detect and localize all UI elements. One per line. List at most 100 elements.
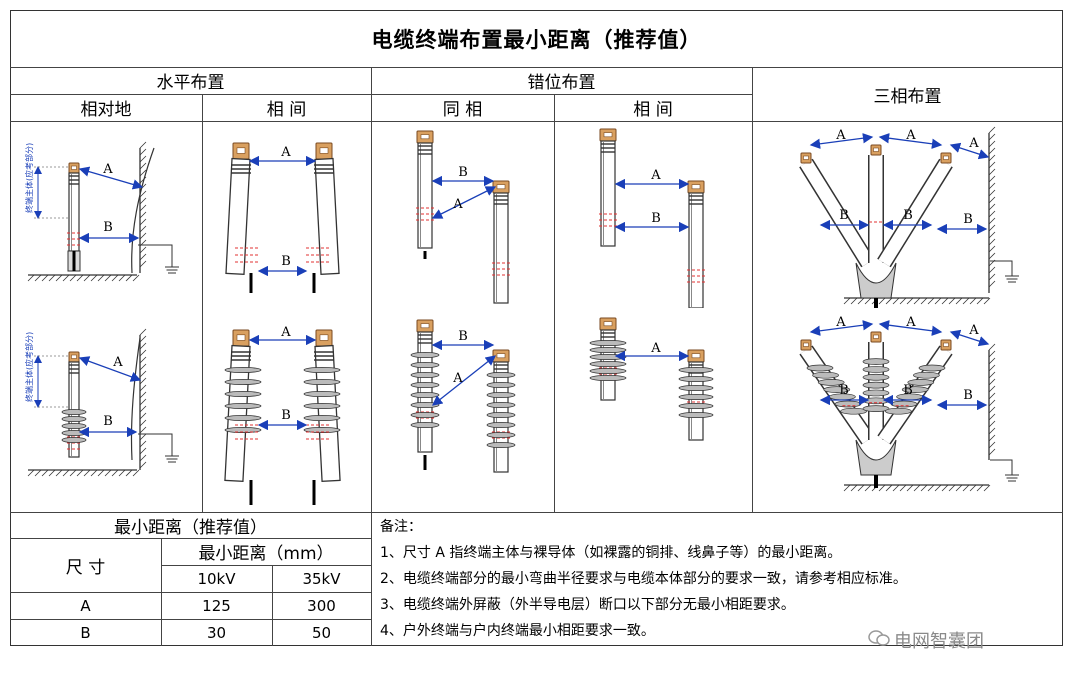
ground-hatch	[34, 469, 42, 477]
wechat-icon	[868, 629, 890, 652]
ground-hatch	[857, 484, 865, 492]
ground-hatch	[62, 274, 70, 282]
wall-edge	[130, 337, 141, 461]
insulator-shed	[410, 412, 440, 419]
insulator-shed	[303, 379, 341, 386]
ground-hatch	[48, 274, 56, 282]
header-staggered: 错位布置	[527, 73, 596, 93]
insulator-shed	[678, 385, 714, 392]
insulator-shed	[862, 366, 890, 373]
insulator-shed	[862, 373, 890, 381]
cable-body	[225, 157, 251, 275]
grid-line	[272, 565, 273, 646]
insulator-shed	[61, 409, 87, 416]
grid-line	[10, 94, 752, 95]
insulator-shed	[61, 416, 87, 423]
wall-hatch	[139, 218, 147, 226]
ground-hatch	[69, 274, 77, 282]
insulator-shed	[486, 402, 516, 409]
phase-core	[800, 159, 874, 267]
insulator-shed	[486, 392, 516, 399]
insulator-shed	[589, 368, 627, 375]
wall-hatch	[139, 447, 147, 455]
dimension-arrow	[78, 166, 144, 190]
earth-wire	[138, 433, 173, 446]
wall-hatch	[988, 196, 996, 204]
wall-hatch	[988, 420, 996, 428]
grid-line	[161, 538, 162, 646]
table-frame	[10, 10, 1063, 646]
lug-hole	[319, 147, 329, 154]
insulator-shed	[885, 407, 912, 415]
insulator-shed	[486, 432, 516, 439]
cable-body	[688, 192, 704, 308]
ground-hatch	[90, 274, 98, 282]
wall-hatch	[988, 245, 996, 253]
ground-hatch	[111, 469, 119, 477]
min-table-col-35kv: 35kV	[302, 569, 341, 588]
insulator-shed	[303, 415, 341, 422]
insulator-shed	[486, 422, 516, 429]
insulator-shed	[303, 367, 341, 374]
ground-hatch	[913, 484, 921, 492]
dimension-label: B	[963, 388, 973, 403]
insulator-shed	[486, 441, 516, 448]
lug-hole	[803, 342, 809, 347]
wall-hatch	[139, 246, 147, 254]
ground-hatch	[927, 484, 935, 492]
dimension-arrow	[431, 355, 497, 406]
insulator-shed	[486, 372, 516, 379]
insulator-shed	[61, 430, 87, 437]
cable-body	[224, 344, 251, 482]
diagram-same-phase-indoor: BA	[416, 130, 510, 304]
wall-hatch	[139, 148, 147, 156]
insulator-shed	[901, 386, 929, 393]
min-table-title: 最小距离（推荐值）	[114, 517, 267, 538]
insulator-shed	[61, 437, 87, 444]
wall-hatch	[988, 189, 996, 197]
wall-hatch	[988, 252, 996, 260]
grid-line	[161, 565, 371, 566]
insulator-shed	[678, 412, 714, 419]
wall-hatch	[139, 356, 147, 364]
earth-wire	[990, 459, 1013, 465]
ground-hatch	[955, 297, 963, 305]
wall-edge	[131, 147, 155, 274]
wall-hatch	[139, 328, 147, 336]
insulator-shed	[410, 392, 440, 399]
dimension-label: A	[280, 325, 291, 340]
wall-hatch	[988, 210, 996, 218]
wall-hatch	[139, 433, 147, 441]
header-phase-to-phase-horizontal: 相 间	[266, 100, 307, 120]
ground-hatch	[892, 484, 900, 492]
dimension-label: B	[281, 254, 291, 269]
wall-hatch	[139, 349, 147, 357]
grid-line	[371, 67, 372, 646]
insulator-shed	[303, 403, 341, 410]
dimension-arrow	[878, 133, 943, 149]
ground-hatch	[850, 297, 858, 305]
wall-hatch	[988, 392, 996, 400]
wall-hatch	[139, 454, 147, 462]
ground-hatch	[90, 469, 98, 477]
insulator-shed	[862, 405, 890, 412]
min-table-row-label: A	[80, 596, 91, 615]
wall-hatch	[139, 391, 147, 399]
dimension-label: A	[835, 128, 846, 143]
dimension-label: B	[281, 408, 291, 423]
wall-hatch	[139, 384, 147, 392]
insulator-shed	[486, 412, 516, 419]
notes-heading: 备注：	[380, 519, 422, 535]
ground-hatch	[906, 297, 914, 305]
insulator-shed	[589, 339, 627, 346]
insulator-shed	[823, 386, 851, 393]
dimension-label: A	[112, 355, 123, 370]
earth-wire	[138, 244, 173, 257]
ground-hatch	[132, 469, 140, 477]
ground-hatch	[899, 484, 907, 492]
ground-hatch	[111, 274, 119, 282]
lug-hole	[496, 184, 506, 190]
insulator-shed	[410, 382, 440, 389]
